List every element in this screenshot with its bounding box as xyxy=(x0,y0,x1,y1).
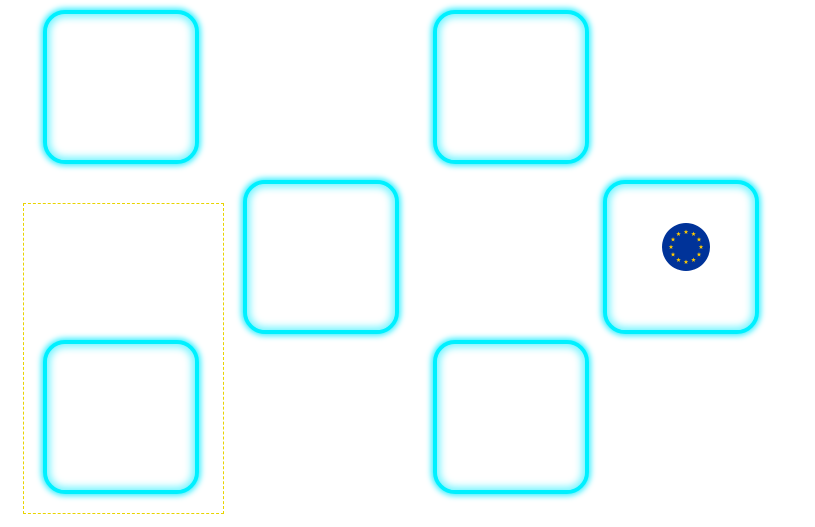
selection-outline xyxy=(23,203,224,514)
flag-star xyxy=(683,229,689,234)
eu-flag-icon xyxy=(662,223,710,271)
tile-4[interactable] xyxy=(603,180,759,334)
flag-star xyxy=(670,237,676,242)
tile-3[interactable] xyxy=(243,180,399,334)
tile-2[interactable] xyxy=(433,10,589,164)
flag-star xyxy=(691,231,696,236)
flag-star xyxy=(668,244,674,249)
tile-6[interactable] xyxy=(433,340,589,494)
flag-star xyxy=(670,252,676,257)
tile-5[interactable] xyxy=(43,340,199,494)
flag-star xyxy=(698,244,704,249)
tile-1[interactable] xyxy=(43,10,199,164)
flag-star xyxy=(696,237,702,242)
flag-star xyxy=(683,259,689,264)
flag-star xyxy=(691,257,696,262)
flag-star xyxy=(676,257,681,262)
flag-star xyxy=(696,252,702,257)
flag-star xyxy=(676,231,681,236)
